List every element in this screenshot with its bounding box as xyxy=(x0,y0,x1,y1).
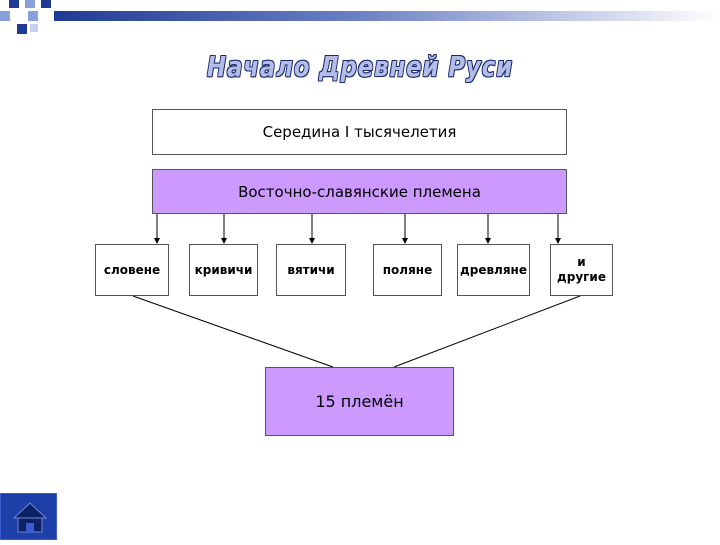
corner-squares xyxy=(0,0,51,34)
header-gradient-bar xyxy=(54,11,720,21)
tribe-box-drevlyane: древляне xyxy=(457,244,530,296)
fifteen-tribes-box: 15 племён xyxy=(265,367,454,436)
tribe-box-polyane: поляне xyxy=(373,244,442,296)
period-box: Середина I тысячелетия xyxy=(152,109,567,155)
tribe-box-krivichi: кривичи xyxy=(189,244,258,296)
home-button[interactable] xyxy=(0,493,57,540)
tribe-box-slovene: словене xyxy=(95,244,169,296)
home-icon xyxy=(12,502,48,533)
slide-title: Начало Древней Руси xyxy=(206,50,514,83)
arrowheads xyxy=(154,238,561,244)
tribe-box-vyatichi: вятичи xyxy=(276,244,346,296)
connectors xyxy=(132,214,581,368)
east-slavic-tribes-box: Восточно-славянские племена xyxy=(152,169,567,214)
tribe-box-others: и другие xyxy=(550,244,613,296)
